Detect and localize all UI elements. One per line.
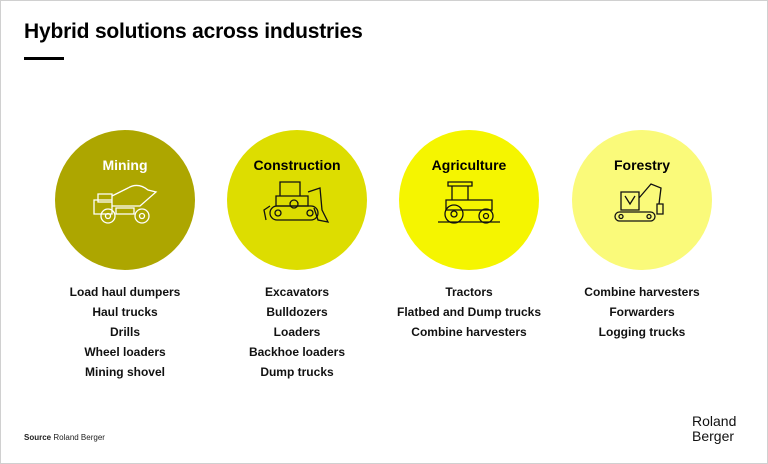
title-underline [24,57,64,60]
industry-label: Agriculture [431,157,507,173]
list-item: Dump trucks [260,365,334,379]
list-item: Combine harvesters [584,285,700,299]
source-note: Source Roland Berger [24,433,105,442]
tractor-icon [438,181,500,224]
industry-label: Mining [102,157,148,173]
roland-berger-logo: Roland Berger [692,414,736,444]
mining-dump-truck-icon [93,184,158,224]
agriculture-circle: Agriculture [399,130,539,270]
page-title: Hybrid solutions across industries [24,20,363,43]
industry-construction: Construction Excavators Bulldozers Loade… [211,130,383,382]
list-item: Loaders [273,325,321,339]
construction-circle: Construction [227,130,367,270]
industry-label: Forestry [613,157,671,173]
list-item: Excavators [264,285,330,299]
forestry-harvester-icon [614,183,664,222]
industry-mining: Mining Load haul dumpers Haul trucks Dri… [39,130,211,382]
industry-agriculture: Agriculture Tractors Flatbed and Dump tr… [383,130,555,342]
source-text: Roland Berger [53,433,105,442]
list-item: Forwarders [609,305,675,319]
list-item: Load haul dumpers [69,285,181,299]
forestry-circle: Forestry [572,130,712,270]
list-item: Bulldozers [266,305,328,319]
list-item: Wheel loaders [84,345,166,359]
logo-line2: Berger [692,428,735,444]
industry-label: Construction [253,157,341,173]
list-item: Backhoe loaders [248,345,346,359]
list-item: Combine harvesters [411,325,527,339]
source-label: Source [24,433,52,442]
mining-circle: Mining [55,130,195,270]
industry-forestry: Forestry Combine harvesters Forwarders L… [556,130,728,342]
logo-line1: Roland [692,413,737,429]
list-item: Drills [109,325,140,339]
list-item: Flatbed and Dump trucks [396,305,542,319]
bulldozer-icon [263,181,330,223]
list-item: Logging trucks [598,325,686,339]
list-item: Mining shovel [84,365,165,379]
list-item: Haul trucks [92,305,158,319]
list-item: Tractors [445,285,493,299]
